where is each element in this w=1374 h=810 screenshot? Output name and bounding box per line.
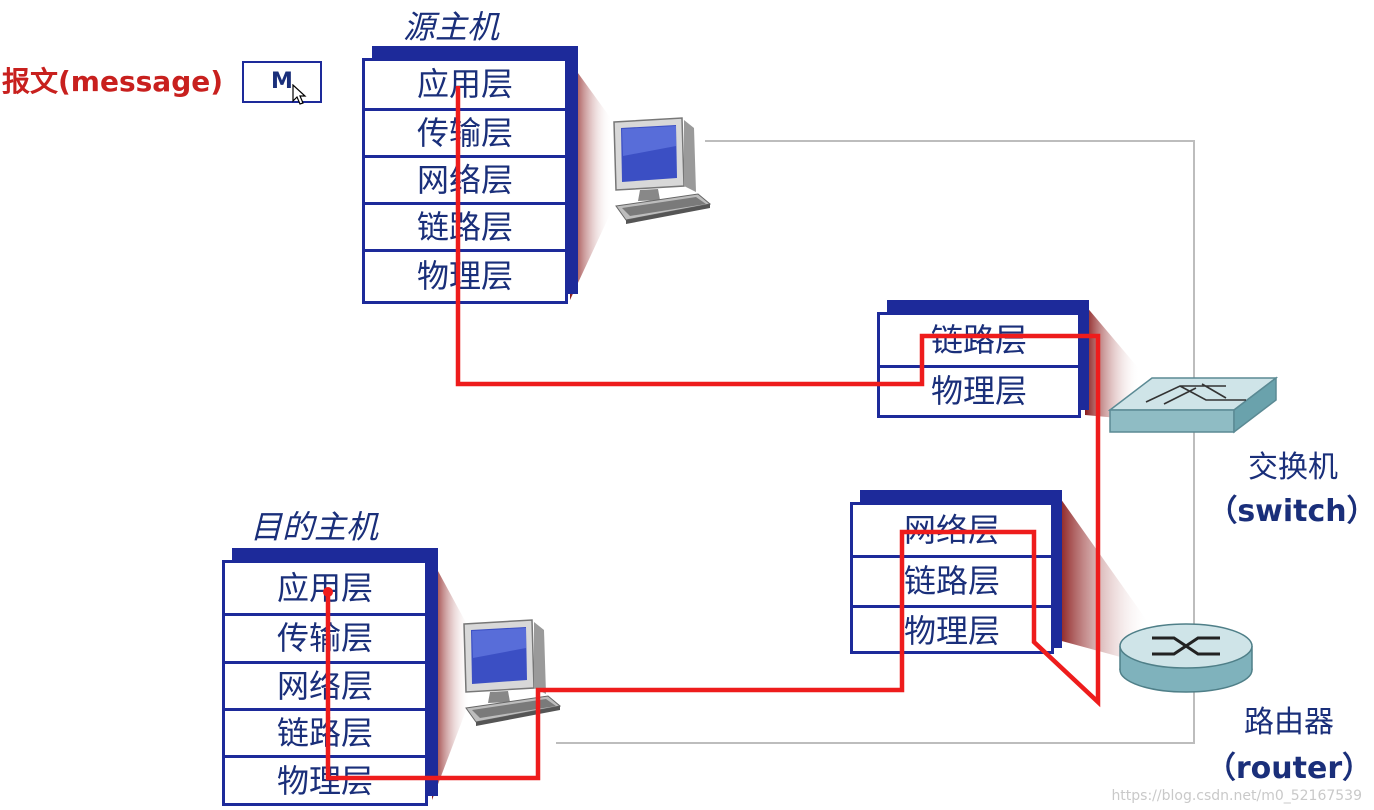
dest-layer-transport: 传输层 (225, 613, 425, 661)
message-box: M (242, 61, 322, 103)
dest-layer-link: 链路层 (225, 708, 425, 755)
router-icon (1119, 623, 1253, 693)
dest-wedge (432, 560, 470, 800)
source-layer-link: 链路层 (365, 202, 565, 249)
path-endpoint (323, 587, 333, 597)
source-host-title: 源主机 (403, 8, 500, 46)
switch-icon (1107, 376, 1278, 434)
dest-layer-network: 网络层 (225, 661, 425, 708)
router-layer-link: 链路层 (853, 555, 1051, 605)
source-layer-application: 应用层 (416, 65, 513, 103)
dest-layer-physical: 物理层 (225, 755, 425, 803)
source-wedge (570, 62, 612, 300)
router-name-zh: 路由器 (1244, 705, 1334, 740)
switch-name-en: （switch） (1207, 494, 1374, 529)
source-layer-physical: 物理层 (365, 249, 565, 301)
router-name-en: （router） (1205, 751, 1373, 786)
switch-layer-physical: 物理层 (880, 365, 1078, 415)
mouse-cursor-icon (292, 84, 307, 105)
source-layer-transport: 传输层 (365, 108, 565, 155)
source-layer-network: 网络层 (365, 155, 565, 202)
switch-name-zh: 交换机 (1248, 450, 1338, 485)
router-wedge (1058, 495, 1150, 665)
watermark: https://blog.csdn.net/m0_52167539 (1111, 788, 1362, 804)
message-label: 报文(message) (2, 65, 224, 98)
dest-layer-application: 应用层 (276, 569, 373, 607)
dest-host-title: 目的主机 (250, 508, 379, 546)
dest-host-stack: 应用层 传输层 网络层 链路层 物理层 (222, 548, 438, 806)
switch-layer-link: 链路层 (930, 321, 1027, 359)
router-layer-physical: 物理层 (853, 605, 1051, 653)
router-stack: 网络层 链路层 物理层 (850, 490, 1062, 656)
red-path-line (325, 86, 1101, 781)
source-computer-icon (613, 117, 712, 224)
source-host-stack: 应用层 传输层 网络层 链路层 物理层 (362, 46, 578, 304)
